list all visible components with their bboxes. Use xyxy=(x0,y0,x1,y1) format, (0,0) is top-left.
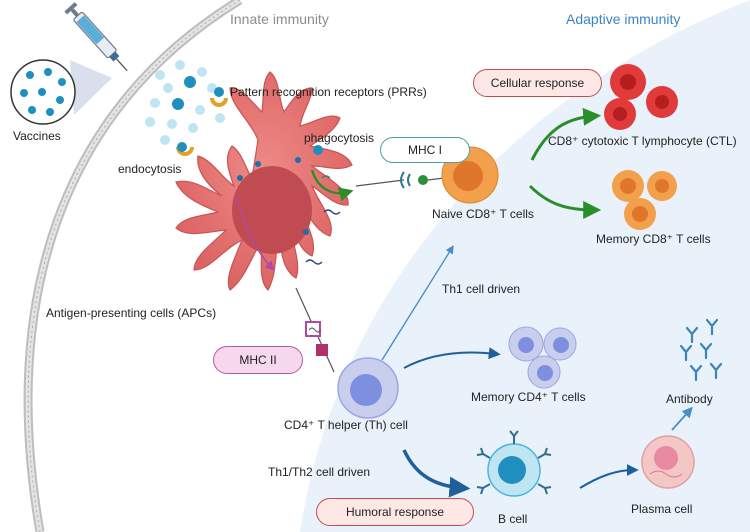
vaccine-particles-icon xyxy=(10,59,76,125)
zoom-beam xyxy=(70,60,112,115)
memory-cd4-label: Memory CD4⁺ T cells xyxy=(471,390,586,404)
memory-cd4-cells xyxy=(508,326,577,389)
prrs-label: Pattern recognition receptors (PRRs) xyxy=(230,85,427,99)
plasma-cell-label: Plasma cell xyxy=(631,502,693,516)
b-cell-label: B cell xyxy=(498,512,528,526)
th1-driven-arrow xyxy=(381,245,454,361)
phagocytosed-particle xyxy=(313,145,323,155)
mhc1-connector xyxy=(355,171,445,189)
antibody-icon xyxy=(679,318,723,382)
arrow-to-ctl xyxy=(530,107,602,161)
arrow-to-memory-cd4 xyxy=(403,347,501,369)
apc-cell xyxy=(175,71,353,291)
plasma-cell xyxy=(641,435,695,489)
processing-arrow xyxy=(235,195,275,271)
ctl-cells xyxy=(604,64,678,130)
syringe-icon xyxy=(64,2,128,72)
prr-receptor-icon xyxy=(176,87,228,156)
naive-cd8-label: Naive CD8⁺ T cells xyxy=(432,207,534,221)
b-cell xyxy=(476,430,552,497)
ctl-label: CD8⁺ cytotoxic T lymphocyte (CTL) xyxy=(548,134,737,148)
cellular-response-pill: Cellular response xyxy=(473,69,602,97)
vaccines-label: Vaccines xyxy=(13,129,61,143)
phagocytosis-label: phagocytosis xyxy=(304,131,375,145)
innate-immunity-heading: Innate immunity xyxy=(230,11,329,27)
th-driven-label: Th1/Th2 cell driven xyxy=(268,465,371,479)
antibody-label: Antibody xyxy=(666,392,713,406)
humoral-response-pill: Humoral response xyxy=(316,498,474,526)
apcs-label: Antigen-presenting cells (APCs) xyxy=(46,306,217,320)
phagocytosis-arrow xyxy=(310,169,354,202)
endocytosis-label: endocytosis xyxy=(118,162,182,176)
th1-driven-label: Th1 cell driven xyxy=(442,282,521,296)
mhc2-connector xyxy=(295,287,335,373)
th-driven-arrow xyxy=(402,449,471,498)
arrow-to-antibody xyxy=(671,406,693,431)
memory-cd8-cells xyxy=(612,170,677,230)
arrow-to-memory-cd8 xyxy=(528,184,602,219)
cd4-helper-t-cell xyxy=(337,357,399,419)
cd4-helper-label: CD4⁺ T helper (Th) cell xyxy=(284,418,408,432)
adaptive-immunity-heading: Adaptive immunity xyxy=(566,11,681,27)
mhc2-pill: MHC II xyxy=(213,346,303,374)
arrow-to-plasma xyxy=(579,464,639,489)
adaptive-region xyxy=(300,0,750,532)
memory-cd8-label: Memory CD8⁺ T cells xyxy=(596,232,711,246)
antigen-particles xyxy=(145,60,225,145)
mhc1-pill: MHC I xyxy=(380,137,470,163)
